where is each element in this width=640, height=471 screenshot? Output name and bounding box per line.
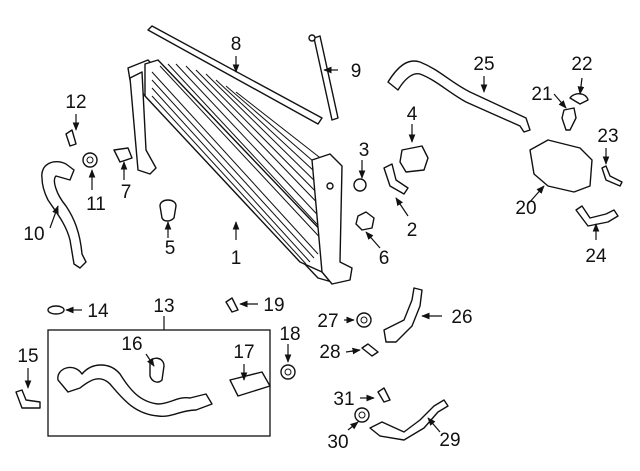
callout-19: 19 — [263, 295, 284, 316]
hose-kit-box — [47, 329, 271, 437]
callout-17: 17 — [233, 342, 254, 363]
coolant-tube-part — [383, 287, 423, 343]
leader-lines — [24, 56, 610, 433]
callout-29: 29 — [439, 430, 460, 451]
reservoir-bolt-part — [561, 107, 577, 131]
callout-23: 23 — [597, 126, 618, 147]
reservoir-clip-part — [569, 93, 589, 105]
reservoir-hose-part — [575, 205, 619, 227]
callout-7: 7 — [121, 182, 132, 203]
callout-9: 9 — [351, 61, 362, 82]
callout-5: 5 — [165, 238, 176, 259]
callout-18: 18 — [279, 324, 300, 345]
callout-21: 21 — [531, 84, 552, 105]
callout-20: 20 — [515, 198, 536, 219]
hose-sensor-part — [149, 357, 165, 383]
callout-15: 15 — [17, 346, 38, 367]
tube-clip-part — [361, 343, 379, 357]
fitting-part — [113, 147, 133, 163]
washer-part — [280, 364, 296, 380]
nut-part — [355, 211, 375, 231]
radiator-hose-part — [41, 160, 87, 269]
tube-washer-part — [354, 407, 370, 423]
coolant-reservoir-part — [529, 139, 593, 193]
callout-12: 12 — [65, 92, 86, 113]
callout-28: 28 — [319, 342, 340, 363]
clip-part — [65, 129, 77, 147]
bushing-part — [159, 199, 177, 222]
callout-11: 11 — [86, 194, 106, 215]
bypass-tube-part — [369, 399, 449, 441]
callout-10: 10 — [23, 224, 44, 245]
hose-clip-part — [15, 389, 41, 409]
callout-24: 24 — [585, 246, 607, 267]
callout-30: 30 — [327, 432, 348, 453]
hose-coupler-part — [229, 371, 271, 397]
small-hose-part — [601, 165, 623, 187]
overflow-hose-part — [387, 60, 531, 133]
callout-4: 4 — [407, 104, 418, 125]
callout-26: 26 — [451, 307, 472, 328]
clamp-part — [82, 152, 98, 168]
support-rod-part — [308, 34, 339, 121]
callout-8: 8 — [231, 34, 242, 55]
callout-2: 2 — [407, 220, 418, 241]
callout-16: 16 — [121, 334, 142, 355]
callout-3: 3 — [359, 140, 370, 161]
callout-6: 6 — [379, 248, 390, 269]
callout-25: 25 — [473, 54, 494, 75]
mount-bracket-part — [399, 145, 429, 173]
retainer-clip-part — [225, 297, 239, 313]
callout-labels: 1 2 3 4 5 6 7 8 9 10 11 12 13 14 15 16 1… — [17, 34, 618, 453]
callout-1: 1 — [231, 248, 242, 269]
callout-31: 31 — [333, 389, 354, 410]
callout-14: 14 — [87, 301, 109, 322]
bolt-part — [353, 178, 367, 192]
seal-strip-part — [147, 25, 323, 125]
radiator-part — [127, 59, 353, 285]
seal-washer-part — [356, 312, 372, 328]
tube-retainer-part — [377, 387, 391, 403]
callout-13: 13 — [153, 296, 174, 317]
o-ring-part — [47, 305, 65, 315]
lower-hose-part — [57, 364, 213, 418]
callout-22: 22 — [571, 54, 592, 75]
callout-27: 27 — [317, 311, 338, 332]
bracket-part — [383, 163, 409, 195]
